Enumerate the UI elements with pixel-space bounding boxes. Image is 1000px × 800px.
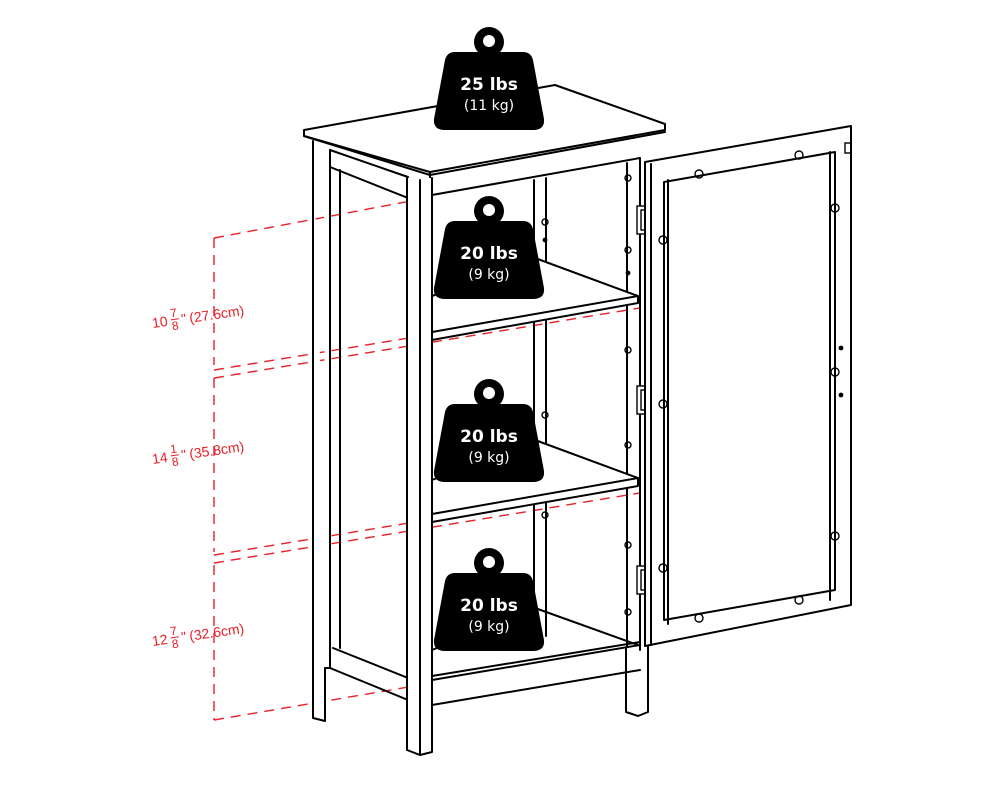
fraction-denominator: 8: [170, 318, 180, 334]
inch-mark: ": [180, 445, 188, 463]
weight-kg: (9 kg): [468, 267, 510, 283]
dimension-whole: 14: [150, 448, 169, 467]
weight-lbs: 20 lbs: [460, 244, 518, 264]
fraction-denominator: 8: [170, 454, 180, 470]
weight-lbs: 25 lbs: [460, 75, 518, 95]
weight-kg: (9 kg): [468, 619, 510, 635]
fraction-numerator: 7: [169, 305, 178, 321]
cabinet-front-leg: [406, 177, 433, 756]
dimension-metric: (27.6cm): [188, 301, 246, 326]
dimension-whole: 12: [150, 630, 169, 649]
dimension-metric: (32.6cm): [188, 619, 246, 644]
cabinet-back-right-leg: [431, 644, 649, 717]
weight-badge-shapes: [433, 27, 545, 651]
fraction-denominator: 8: [170, 636, 180, 652]
dimension-fraction: 7 8: [169, 623, 180, 652]
fraction-numerator: 7: [169, 623, 178, 639]
fraction-numerator: 1: [169, 441, 178, 457]
weight-kg: (11 kg): [463, 98, 515, 114]
dimension-whole: 10: [150, 312, 169, 331]
inch-mark: ": [180, 627, 188, 645]
weight-lbs: 20 lbs: [460, 596, 518, 616]
weight-lbs: 20 lbs: [460, 427, 518, 447]
weight-badge-top: 25 lbs (11 kg): [433, 27, 545, 133]
inch-mark: ": [180, 309, 188, 327]
weight-badge-middle-shelf: 20 lbs (9 kg): [433, 379, 545, 485]
weight-badge-bottom-shelf: 20 lbs (9 kg): [433, 548, 545, 654]
dimension-fraction: 1 8: [169, 441, 180, 470]
dimension-fraction: 7 8: [169, 305, 180, 334]
weight-kg: (9 kg): [468, 450, 510, 466]
weight-badge-upper-shelf: 20 lbs (9 kg): [433, 196, 545, 302]
cabinet-door: [644, 125, 852, 647]
cabinet-left-side: [312, 140, 409, 722]
dimension-metric: (35.8cm): [188, 437, 246, 462]
